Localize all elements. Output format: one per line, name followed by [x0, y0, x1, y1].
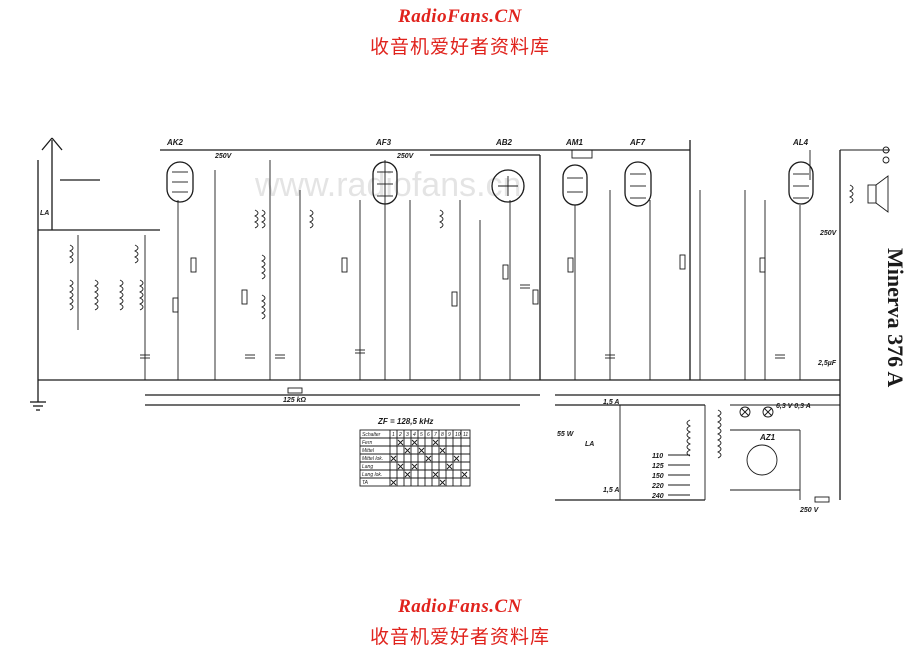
svg-text:Fern: Fern [362, 440, 373, 446]
svg-text:Lang: Lang [362, 464, 373, 470]
svg-text:4: 4 [413, 432, 416, 438]
svg-text:2: 2 [398, 432, 402, 438]
tube-label-af3: AF3 [375, 138, 392, 147]
svg-text:5: 5 [420, 432, 423, 438]
svg-text:9: 9 [448, 432, 451, 438]
tube-label-az1: AZ1 [759, 433, 776, 442]
svg-text:Mittel: Mittel [362, 448, 375, 454]
svg-text:TA: TA [362, 480, 369, 486]
label-tap-3: 220 [651, 483, 664, 490]
watermark-title-top: RadioFans.CN [398, 6, 522, 27]
tube-label-ak2: AK2 [166, 138, 184, 147]
label-la-mains: LA [585, 441, 594, 448]
tube-al4: AL4 [788, 138, 814, 205]
svg-text:Mittel lok.: Mittel lok. [362, 456, 383, 462]
tube-label-al4: AL4 [792, 138, 809, 147]
label-250v-3: 250V [819, 230, 838, 237]
label-tap-4: 240 [651, 493, 664, 500]
label-55w: 55 W [557, 431, 575, 438]
schematic-wiring [30, 137, 890, 503]
tube-ak2: AK2 [166, 138, 194, 203]
watermark-subtitle-bottom: 收音机爱好者资料库 [369, 626, 550, 648]
label-tap-0: 110 [652, 453, 663, 460]
label-lamps: 6,3 V 0,3 A [776, 403, 811, 410]
switch-table: Schalter 1 2 3 4 5 6 7 8 9 10 11 Fern Mi… [359, 429, 471, 487]
svg-text:7: 7 [434, 432, 437, 438]
svg-text:10: 10 [455, 432, 461, 438]
zf-label: ZF = 128,5 kHz [377, 417, 433, 426]
svg-text:3: 3 [406, 432, 409, 438]
label-250v-1: 250V [214, 153, 233, 160]
label-la-top: LA [40, 210, 49, 217]
svg-text:6: 6 [427, 432, 430, 438]
svg-text:8: 8 [441, 432, 444, 438]
tube-am1: AM1 [562, 138, 593, 206]
svg-text:1: 1 [392, 432, 395, 438]
label-cap-bottom: 2,5µF [817, 360, 837, 367]
watermark-subtitle-top: 收音机爱好者资料库 [369, 36, 550, 58]
svg-text:Schalter: Schalter [362, 432, 381, 438]
label-125k: 125 kΩ [283, 397, 307, 404]
label-tap-2: 150 [652, 473, 664, 480]
svg-text:11: 11 [463, 432, 468, 438]
watermark-title-bottom: RadioFans.CN [398, 596, 522, 617]
tube-af7: AF7 [624, 138, 652, 207]
label-250v-psu: 250 V [799, 507, 820, 514]
tube-af3: AF3 [372, 138, 398, 205]
tube-label-am1: AM1 [565, 138, 583, 147]
tube-label-ab2: AB2 [495, 138, 513, 147]
model-name: Minerva 376 A [883, 248, 908, 387]
svg-text:Lang lok.: Lang lok. [362, 472, 382, 478]
label-fuse-1: 1,5 A [603, 399, 619, 406]
label-fuse-2: 1,5 A [603, 487, 619, 494]
label-tap-1: 125 [652, 463, 664, 470]
label-250v-2: 250V [396, 153, 415, 160]
tube-label-af7: AF7 [629, 138, 646, 147]
tube-ab2: AB2 [491, 138, 525, 203]
